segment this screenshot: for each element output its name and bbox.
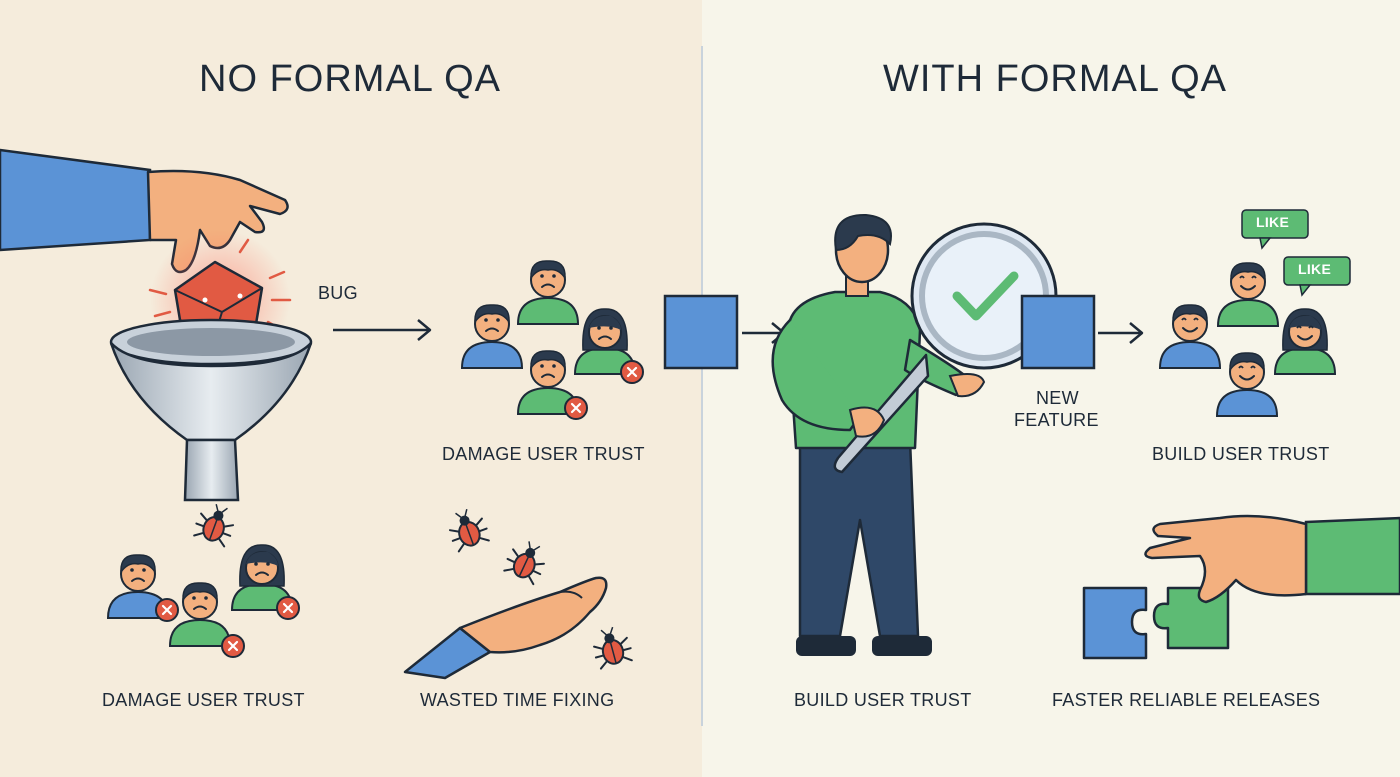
bug-icon xyxy=(191,499,240,549)
right-top-caption: BUILD USER TRUST xyxy=(1152,444,1330,464)
like-label-1: LIKE xyxy=(1256,214,1290,230)
left-bottom-left-caption: DAMAGE USER TRUST xyxy=(102,690,305,710)
feature-block-icon xyxy=(663,294,739,370)
arrow-right-icon xyxy=(1098,322,1144,344)
left-top-caption: DAMAGE USER TRUST xyxy=(442,444,645,464)
left-bottom-right-caption: WASTED TIME FIXING xyxy=(420,690,615,710)
new-feature-label-line1: NEW xyxy=(1036,388,1079,408)
bug-label: BUG xyxy=(318,283,358,303)
like-label-2: LIKE xyxy=(1298,261,1332,277)
upset-users-group-top xyxy=(461,259,645,421)
puzzle-pieces-icon xyxy=(1082,586,1230,660)
no-qa-panel xyxy=(0,0,702,777)
upset-users-group-bottom xyxy=(107,543,301,659)
magnifying-glass-icon xyxy=(833,222,1058,474)
bugs-in-hand-icon xyxy=(403,504,635,680)
with-qa-title: WITH FORMAL QA xyxy=(882,58,1228,100)
funnel-icon xyxy=(109,318,313,502)
arrow-right-icon xyxy=(333,319,432,341)
qa-tester-icon xyxy=(771,213,972,656)
new-feature-label-line2: FEATURE xyxy=(1014,410,1099,430)
new-feature-label: NEW xyxy=(1036,386,1079,410)
right-bottom-right-caption: FASTER RELIABLE RELEASES xyxy=(1052,690,1321,710)
new-feature-block-icon xyxy=(1020,294,1096,370)
hand-placing-piece-icon xyxy=(1144,514,1400,604)
panel-divider xyxy=(701,46,703,726)
right-bottom-left-caption: BUILD USER TRUST xyxy=(794,690,972,710)
no-qa-title: NO FORMAL QA xyxy=(199,58,501,100)
like-bubble-icon xyxy=(1241,209,1351,297)
